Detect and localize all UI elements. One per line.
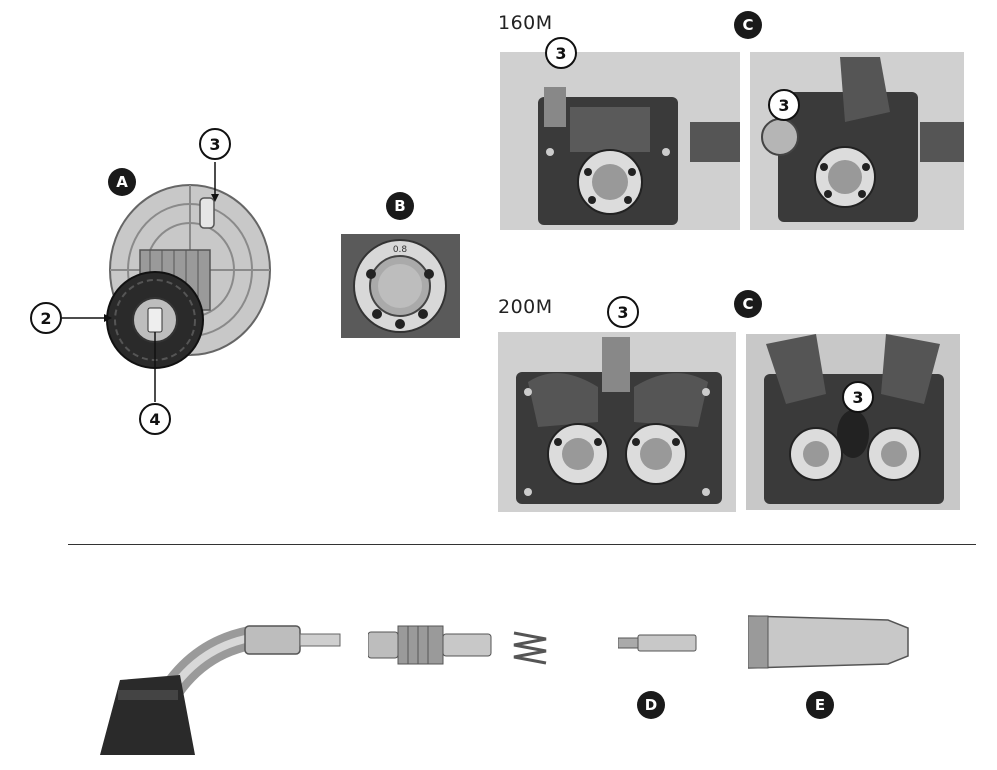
roller-marking-text: 0.8 xyxy=(393,245,408,255)
feeder-200m-open-photo xyxy=(746,334,960,510)
callout-4-shaft: 4 xyxy=(139,403,171,435)
roller-closeup-photo: 0.8 xyxy=(341,234,460,338)
callout-2-knob: 2 xyxy=(30,302,62,334)
contact-tip-holder-illustration xyxy=(367,620,493,670)
spring-illustration xyxy=(510,625,550,665)
model-label-160m: 160M xyxy=(498,12,553,34)
contact-tip-illustration xyxy=(617,633,698,653)
badge-e: E xyxy=(806,691,834,719)
nozzle-illustration xyxy=(747,612,910,672)
callout-3-160m-left: 3 xyxy=(545,37,577,69)
feeder-160m-photo xyxy=(500,52,740,230)
feeder-200m-photo xyxy=(498,332,736,512)
callout-3-160m-right: 3 xyxy=(768,89,800,121)
model-label-200m: 200M xyxy=(498,296,553,318)
section-divider xyxy=(68,544,976,545)
callout-3-200m-left: 3 xyxy=(607,296,639,328)
spool-hub-illustration xyxy=(20,120,320,440)
badge-c-200m: C xyxy=(734,290,762,318)
panel-a-badge: A xyxy=(108,168,136,196)
callout-3-pin: 3 xyxy=(199,128,231,160)
feeder-160m-open-photo xyxy=(750,52,964,230)
badge-d: D xyxy=(637,691,665,719)
panel-b-badge: B xyxy=(386,192,414,220)
torch-neck-illustration xyxy=(100,610,350,755)
callout-3-200m-right: 3 xyxy=(842,381,874,413)
badge-c-160m: C xyxy=(734,11,762,39)
